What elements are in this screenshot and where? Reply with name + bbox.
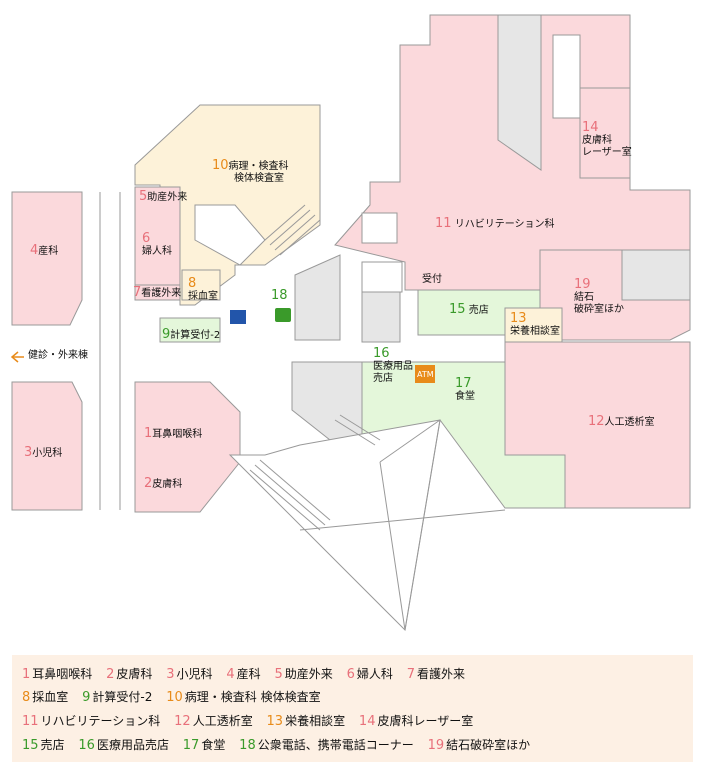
gray-center [294,254,341,341]
label-room-9: 9計算受付-2 [162,327,221,342]
label-room-11: 11 リハビリテーション科 [435,216,555,231]
label-room-18: 18 [271,288,288,303]
blood-icon [230,310,246,324]
room-9-area [159,317,221,343]
label-room-7: 7看護外来 [133,285,182,300]
atm-label: ATM [417,370,434,379]
gray-column [497,14,542,171]
room-8-area [181,269,221,301]
label-room-4: 4産科 [30,243,59,258]
label-room-5: 5助産外来 [139,189,188,204]
floor-plan-svg [10,14,691,632]
toilet-block-left [194,204,266,266]
label-room-12: 12人工透析室 [588,414,655,429]
room-7-area [134,284,181,301]
label-reception: 受付 [422,274,442,285]
elevator-bank-right [552,34,581,119]
atm-icon [415,365,435,383]
room-1-2-area [134,381,241,513]
gray-right [621,249,691,301]
label-room-10: 10病理・検査科検体検査室 [212,158,289,184]
label-room-3: 3小児科 [24,445,63,460]
label-room-15: 15 売店 [449,302,489,317]
atrium-outline [228,419,441,632]
room-4-area [11,191,83,326]
label-direction: 健診・外来棟 [28,350,88,361]
accessible-wc [361,212,398,244]
toilet-block-center [361,261,403,293]
label-room-2: 2皮膚科 [144,476,183,491]
label-room-1: 1耳鼻咽喉科 [144,426,203,441]
room-14-area [579,87,631,179]
rehab-area [334,14,691,291]
room-3-area [11,381,83,511]
phone-icon [275,308,291,322]
room-15-area [417,289,541,336]
